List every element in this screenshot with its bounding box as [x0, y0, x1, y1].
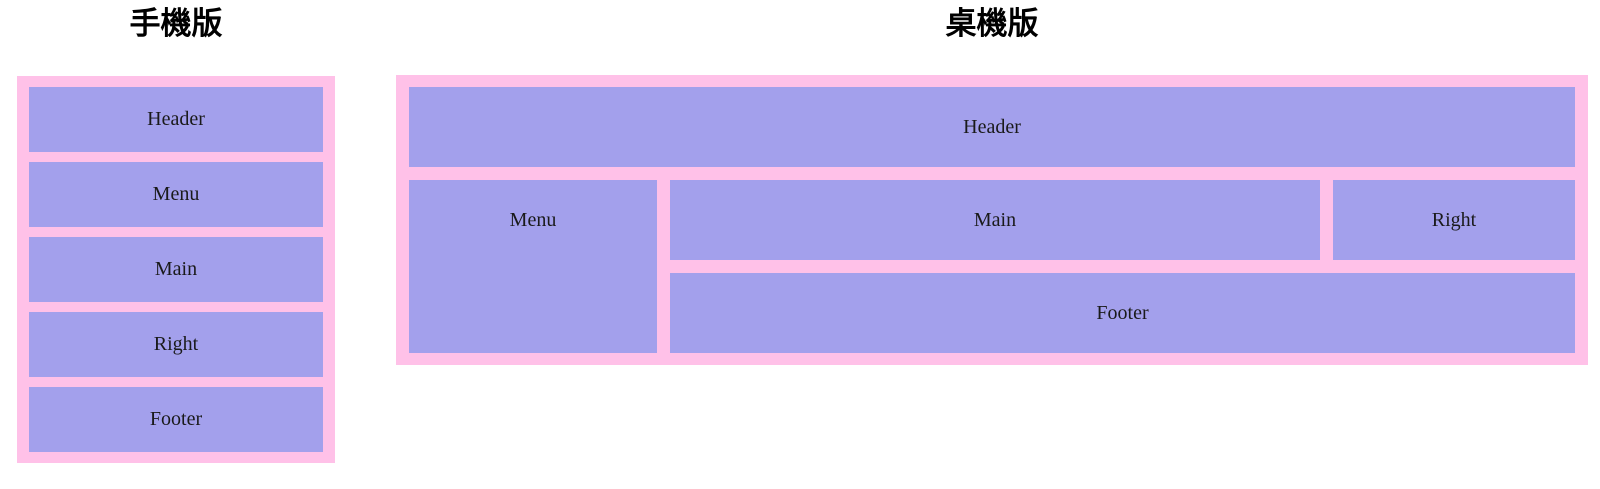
mobile-header-box: Header	[29, 87, 323, 152]
desktop-layout-container: Header Menu Main Right Footer	[396, 75, 1588, 365]
mobile-menu-box: Menu	[29, 162, 323, 227]
desktop-main-box: Main	[670, 180, 1320, 260]
mobile-main-box: Main	[29, 237, 323, 302]
desktop-right-box: Right	[1333, 180, 1575, 260]
mobile-version-title: 手機版	[129, 6, 223, 41]
desktop-footer-box: Footer	[670, 273, 1575, 353]
desktop-version-title: 桌機版	[945, 6, 1039, 41]
desktop-menu-box: Menu	[409, 180, 657, 353]
desktop-header-box: Header	[409, 87, 1575, 167]
mobile-footer-box: Footer	[29, 387, 323, 452]
mobile-layout-container: Header Menu Main Right Footer	[17, 76, 335, 463]
mobile-right-box: Right	[29, 312, 323, 377]
